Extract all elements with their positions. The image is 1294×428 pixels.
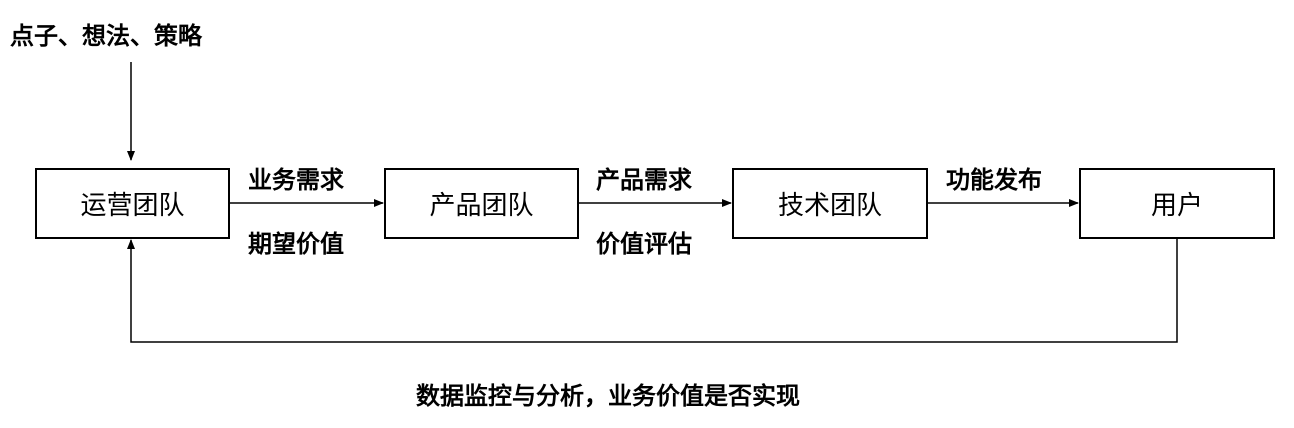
feedback-label: 数据监控与分析，业务价值是否实现 <box>416 382 800 410</box>
edge-label-product-requirements: 产品需求 <box>596 166 692 194</box>
feedback-arrow <box>127 238 1178 343</box>
node-product-team: 产品团队 <box>384 168 579 239</box>
node-user: 用户 <box>1079 168 1275 239</box>
node-ops-team: 运营团队 <box>35 168 230 239</box>
input-label: 点子、想法、策略 <box>10 22 202 50</box>
edge-label-expected-value: 期望价值 <box>248 230 344 258</box>
node-tech-team: 技术团队 <box>732 168 928 239</box>
edge-label-business-requirements: 业务需求 <box>248 166 344 194</box>
edge-label-value-assessment: 价值评估 <box>596 230 692 258</box>
edge-label-feature-release: 功能发布 <box>946 166 1042 194</box>
